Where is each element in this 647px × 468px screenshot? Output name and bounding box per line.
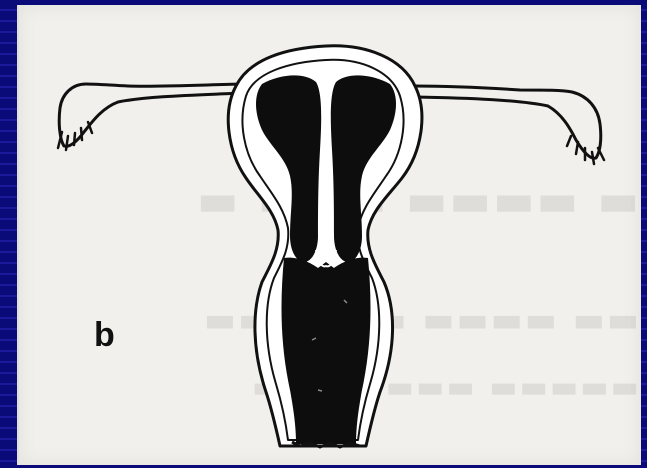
right-fallopian-tube — [415, 86, 601, 158]
cervical-vaginal-cavity — [282, 258, 371, 444]
figure-panel-label: b — [94, 318, 115, 352]
right-tube-fimbriae — [567, 136, 604, 164]
left-fallopian-tube — [59, 84, 242, 146]
